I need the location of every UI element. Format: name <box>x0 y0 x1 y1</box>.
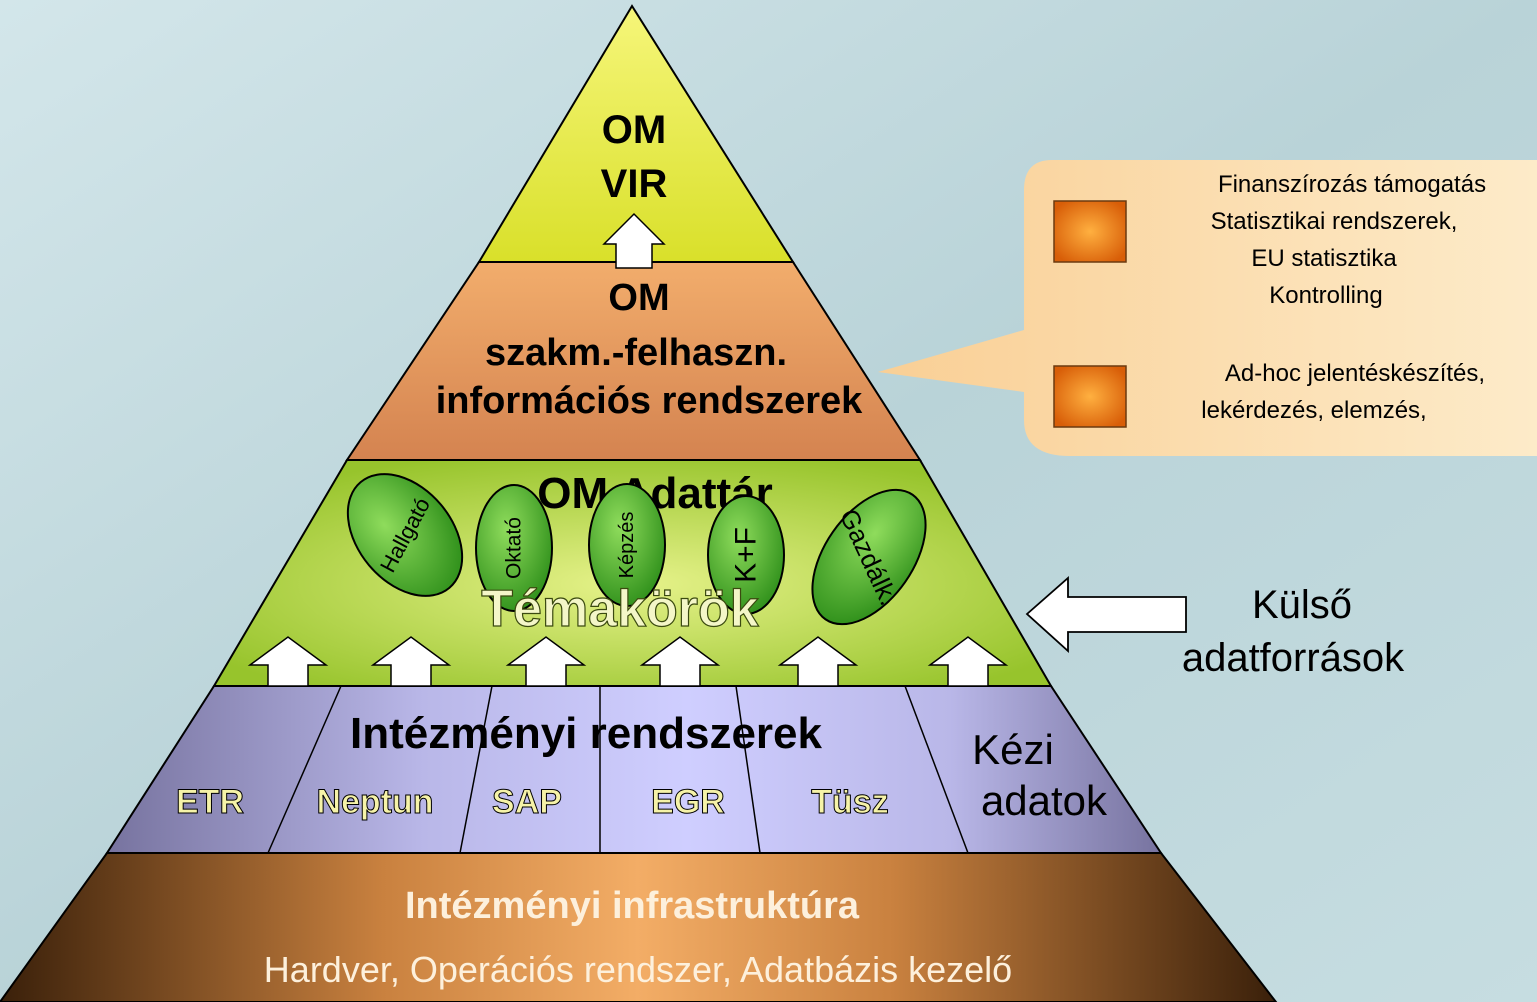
manual-data-line1: Kézi <box>972 726 1054 773</box>
external-line2: adatforrások <box>1182 636 1405 680</box>
bullet-icon <box>1053 365 1127 428</box>
infrastructure-subtitle: Hardver, Operációs rendszer, Adatbázis k… <box>264 949 1012 990</box>
up-arrow-icon <box>927 636 1009 687</box>
external-line1: Külső <box>1252 583 1352 627</box>
callout-item1-line: EU statisztika <box>1251 245 1397 272</box>
topic-kepzes-label: Képzés <box>616 512 638 579</box>
callout-bubble <box>878 160 1537 456</box>
infrastructure-title: Intézményi infrastruktúra <box>405 885 860 927</box>
up-arrows <box>247 636 1009 687</box>
institutional-dividers <box>267 685 969 854</box>
up-arrow-icon <box>639 636 721 687</box>
up-arrow-icon <box>370 636 452 687</box>
bullet-icon <box>1053 200 1127 263</box>
system-egr: EGR <box>651 783 725 821</box>
system-tusz: Tüsz <box>811 783 888 821</box>
callout-item2: Ad-hoc jelentéskészítés, lekérdezés, ele… <box>1201 360 1485 424</box>
upper-line1: OM <box>608 277 669 319</box>
up-arrow-icon <box>247 636 329 687</box>
callout-item1-line: Kontrolling <box>1269 282 1382 309</box>
callout-item2-line: Ad-hoc jelentéskészítés, <box>1225 360 1485 387</box>
system-neptun: Neptun <box>316 783 433 821</box>
topic-oktato-label: Oktató <box>503 517 526 579</box>
topic-gazdalk: Gazdálk. <box>811 488 927 626</box>
warehouse-subtitle: Témakörök <box>481 580 759 638</box>
topic-kepzes: Képzés <box>588 483 666 607</box>
left-arrow-icon <box>1025 576 1187 654</box>
up-arrow-icon <box>777 636 859 687</box>
topic-ellipses: Hallgató Oktató Képzés K+F Gazdálk. <box>346 473 927 626</box>
system-etr: ETR <box>176 783 244 821</box>
topic-oktato: Oktató <box>475 484 553 612</box>
topic-kf-label: K+F <box>730 527 763 583</box>
manual-data-line2: adatok <box>981 777 1108 824</box>
institutional-title: Intézményi rendszerek <box>350 709 822 758</box>
topic-hallgato: Hallgató <box>346 473 464 597</box>
upper-line2: szakm.-felhaszn. <box>485 332 787 374</box>
apex-line2: VIR <box>601 162 668 206</box>
callout-item1-line: Statisztikai rendszerek, <box>1211 208 1458 235</box>
callout-item1-line: Finanszírozás támogatás <box>1218 171 1486 198</box>
callout-item2-line: lekérdezés, elemzés, <box>1201 397 1426 424</box>
system-sap: SAP <box>492 783 562 821</box>
upper-line3: információs rendszerek <box>436 380 863 422</box>
callout-item1: Finanszírozás támogatás Statisztikai ren… <box>1211 171 1486 309</box>
up-arrow-icon <box>602 212 666 269</box>
topic-kf: K+F <box>707 495 785 615</box>
apex-line1: OM <box>602 108 666 152</box>
up-arrow-icon <box>505 636 587 687</box>
institutional-systems: ETR Neptun SAP EGR Tüsz <box>176 783 890 822</box>
